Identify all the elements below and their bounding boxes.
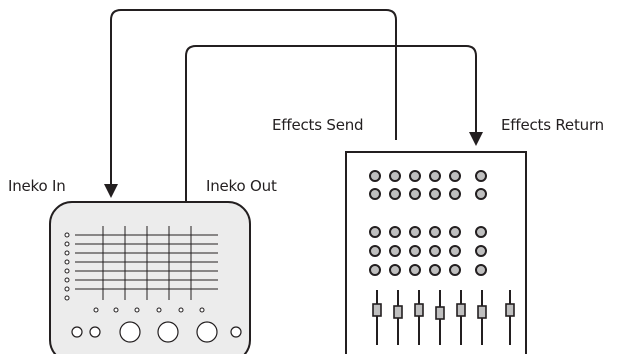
mixer-knob bbox=[369, 226, 381, 238]
grid-row-marker bbox=[64, 259, 70, 265]
grid-row-marker bbox=[64, 241, 70, 247]
ineko-small-knob bbox=[71, 326, 83, 338]
grid-row-marker bbox=[64, 277, 70, 283]
fader-cap bbox=[456, 303, 466, 317]
mixer-knob bbox=[409, 245, 421, 257]
mixer-knob bbox=[369, 245, 381, 257]
grid-column-marker bbox=[113, 307, 119, 313]
mixer-knob bbox=[475, 245, 487, 257]
mixer-knob bbox=[369, 264, 381, 276]
grid-row-marker bbox=[64, 268, 70, 274]
mixer-faders bbox=[372, 290, 515, 345]
mixer-knob bbox=[449, 264, 461, 276]
mixer-knob bbox=[369, 170, 381, 182]
mixer-knob bbox=[475, 264, 487, 276]
ineko-large-knob bbox=[157, 321, 179, 343]
grid-row-marker bbox=[64, 286, 70, 292]
grid-row-marker bbox=[64, 232, 70, 238]
mixer-knob bbox=[429, 226, 441, 238]
grid-column-marker bbox=[156, 307, 162, 313]
mixer-knob bbox=[389, 245, 401, 257]
mixer-knob bbox=[389, 226, 401, 238]
mixer-knob bbox=[475, 226, 487, 238]
fader-cap bbox=[372, 303, 382, 317]
mixer-knob bbox=[409, 226, 421, 238]
mixer-knob bbox=[475, 170, 487, 182]
grid-column-marker bbox=[178, 307, 184, 313]
mixer-knob bbox=[449, 188, 461, 200]
mixer-knob bbox=[429, 264, 441, 276]
grid-column-marker bbox=[134, 307, 140, 313]
mixer-knob bbox=[409, 188, 421, 200]
ineko-out-label: Ineko Out bbox=[206, 177, 277, 195]
out-to-return-cable bbox=[185, 45, 477, 202]
mixer-knob bbox=[429, 188, 441, 200]
mixer-knob bbox=[389, 264, 401, 276]
grid-column-marker bbox=[93, 307, 99, 313]
mixer-knob bbox=[475, 188, 487, 200]
effects-return-label: Effects Return bbox=[501, 116, 604, 134]
grid-row-marker bbox=[64, 295, 70, 301]
ineko-large-knob bbox=[196, 321, 218, 343]
send-to-in-cable bbox=[110, 9, 397, 184]
ineko-in-label: Ineko In bbox=[8, 177, 66, 195]
mixer-knob bbox=[449, 245, 461, 257]
fader-cap bbox=[435, 306, 445, 320]
ineko-controls bbox=[71, 321, 242, 343]
mixer-knob bbox=[449, 170, 461, 182]
mixer-knob bbox=[389, 188, 401, 200]
mixer-knob bbox=[409, 264, 421, 276]
mixer-knob-matrix bbox=[369, 170, 487, 276]
ineko-display-grid bbox=[64, 226, 218, 313]
mixer-knob bbox=[449, 226, 461, 238]
ineko-body bbox=[49, 201, 251, 359]
cables bbox=[104, 9, 483, 202]
fader-cap bbox=[477, 305, 487, 319]
mixer-knob bbox=[389, 170, 401, 182]
ineko-large-knob bbox=[119, 321, 141, 343]
fader-cap bbox=[414, 303, 424, 317]
ineko-effects-unit bbox=[49, 201, 251, 359]
mixer-console bbox=[345, 151, 527, 359]
ineko-small-knob bbox=[89, 326, 101, 338]
effects-send-label: Effects Send bbox=[272, 116, 364, 134]
grid-column-marker bbox=[199, 307, 205, 313]
mixer-knob bbox=[429, 170, 441, 182]
grid-row-marker bbox=[64, 250, 70, 256]
mixer-knob bbox=[369, 188, 381, 200]
effects-return-arrowhead bbox=[469, 132, 483, 146]
fader-cap bbox=[505, 303, 515, 317]
mixer-knob bbox=[429, 245, 441, 257]
mixer-knob bbox=[409, 170, 421, 182]
fader-cap bbox=[393, 305, 403, 319]
ineko-in-arrowhead bbox=[104, 184, 118, 198]
ineko-small-knob bbox=[230, 326, 242, 338]
